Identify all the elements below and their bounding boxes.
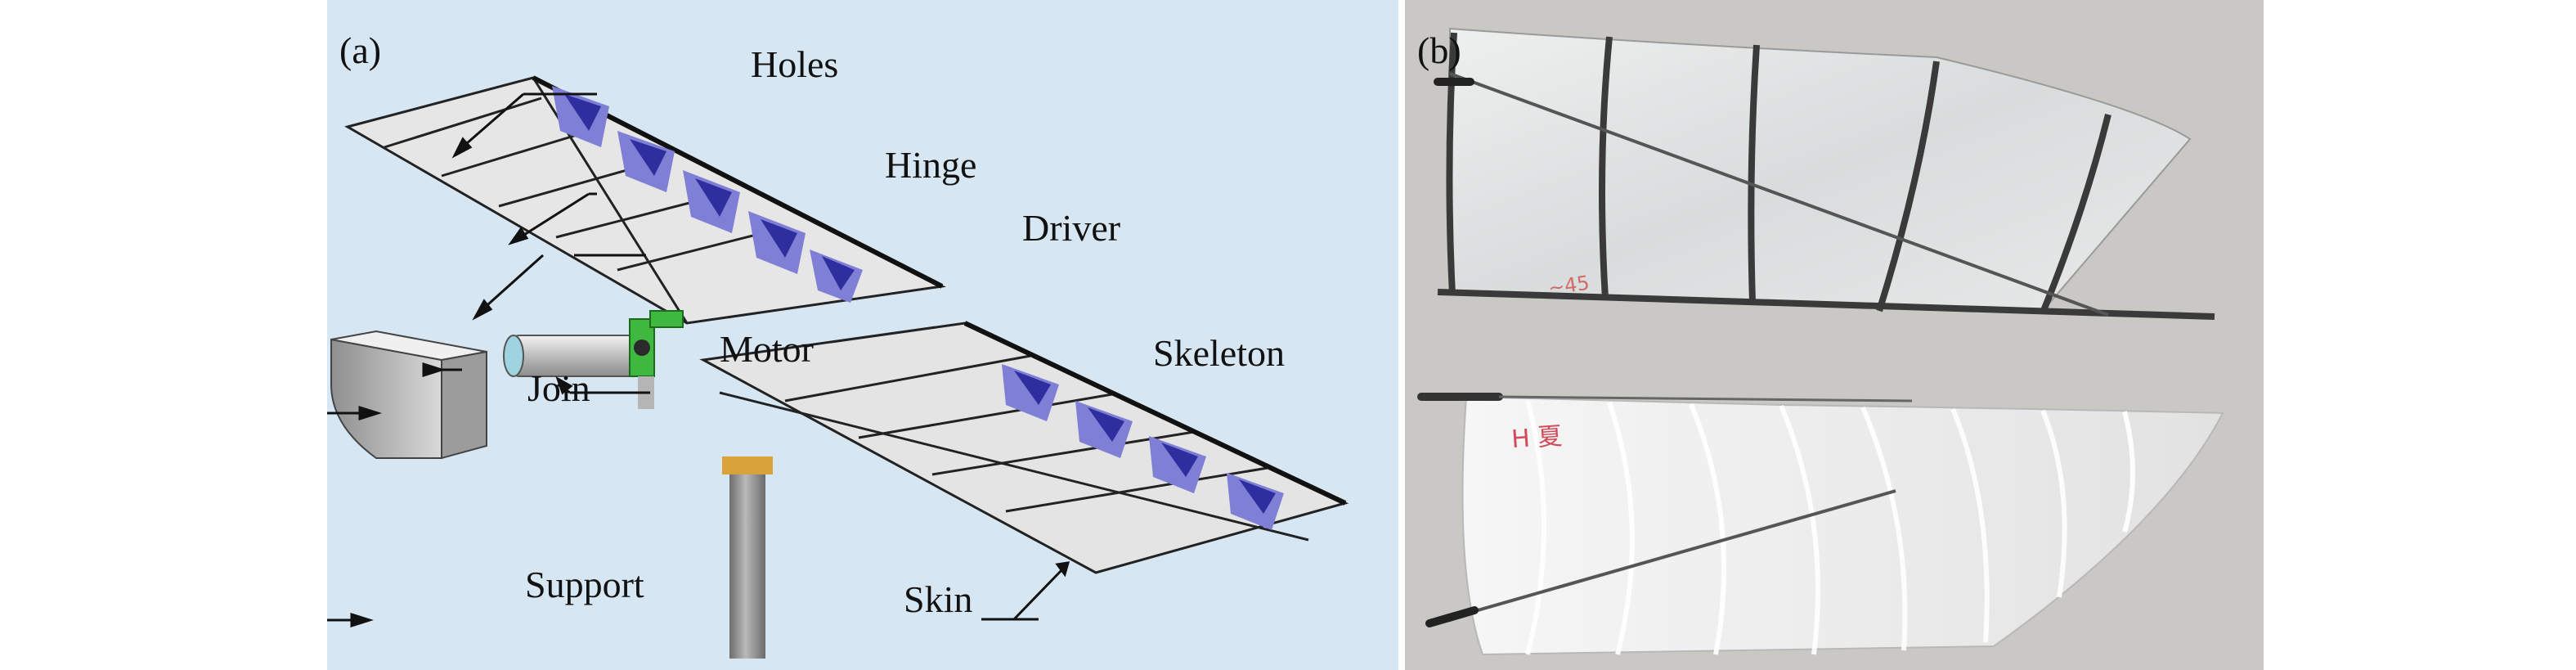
lower-wing-ribs	[719, 354, 1309, 542]
lower-prototype-wing	[1417, 393, 2224, 656]
driver-bracket	[629, 310, 684, 409]
panel-b-tag: (b)	[1417, 29, 1461, 71]
diagonal-strut	[1449, 72, 2109, 317]
label-join: Join	[527, 367, 590, 409]
wing-prototypes-photo	[1417, 27, 2224, 656]
wing-cad-illustration	[327, 75, 1349, 659]
label-driver: Driver	[1022, 207, 1121, 249]
leader-lines	[327, 92, 1070, 628]
label-holes: Holes	[751, 43, 839, 85]
panel-a-cad-rendering: (a) Holes Hinge Driver Motor Skeleton Jo…	[327, 0, 1398, 670]
join-block	[330, 330, 487, 460]
lower-diagonal-strut	[1437, 489, 1896, 623]
label-support: Support	[525, 564, 644, 605]
lower-wing-holes	[1002, 364, 1284, 530]
panel-a-tag: (a)	[339, 29, 382, 71]
lower-leading-edge-spar	[963, 321, 1347, 506]
upper-prototype-wing	[1434, 27, 2215, 320]
upper-wing-holes	[552, 86, 863, 303]
label-hinge: Hinge	[885, 144, 977, 186]
label-skin: Skin	[904, 578, 973, 620]
handwriting-bottom: H 夏	[1510, 421, 1564, 455]
label-skeleton: Skeleton	[1153, 332, 1285, 374]
panel-b-photo: (b) ~45 H 夏	[1405, 0, 2264, 670]
support-post	[722, 456, 773, 659]
label-motor: Motor	[720, 328, 814, 370]
